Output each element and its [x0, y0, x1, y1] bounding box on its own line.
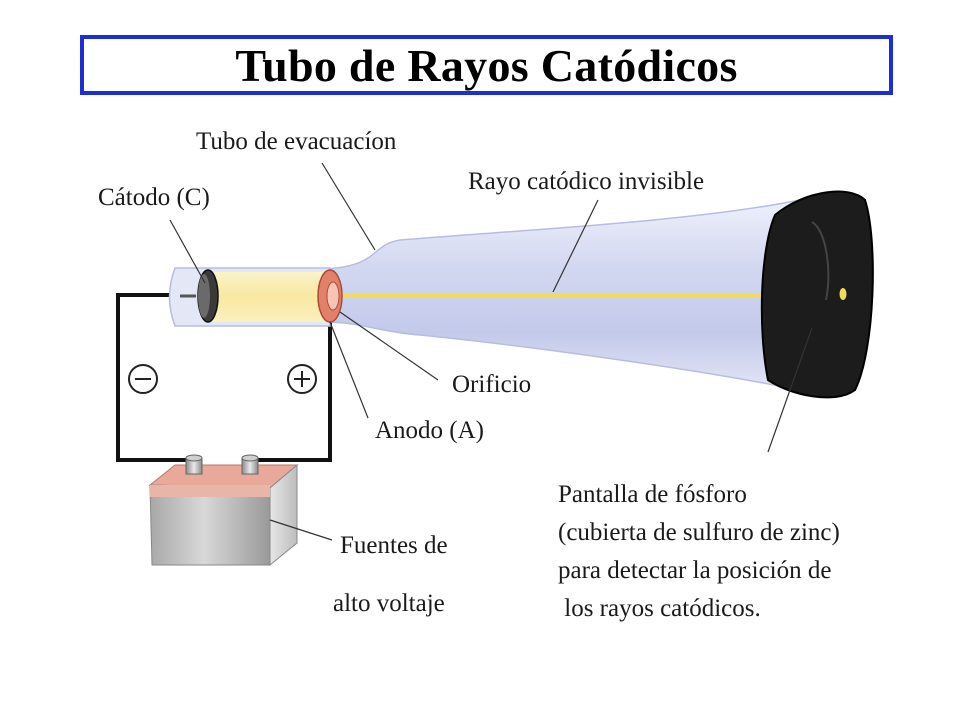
label-source-line1: Fuentes de: [340, 532, 448, 559]
leader-anode: [329, 321, 369, 419]
phosphor-spot: [839, 288, 847, 300]
plus-circle-icon: [287, 364, 317, 394]
leader-phosphor-screen: [767, 327, 813, 453]
anode-orifice: [326, 281, 340, 311]
label-invisible-ray: Rayo catódico invisible: [468, 168, 705, 195]
leader-evacuation-tube: [321, 162, 376, 251]
screen-highlight: [811, 221, 830, 301]
label-source-line2: alto voltaje: [333, 590, 445, 617]
leader-cathode: [169, 219, 206, 284]
cathode-glow: [205, 272, 329, 322]
label-cathode: Cátodo (C): [98, 184, 210, 211]
phosphor-screen-note: Pantalla de fósforo (cubierta de sulfuro…: [558, 476, 840, 628]
cathode-face: [198, 274, 210, 318]
leader-battery: [269, 519, 333, 541]
phosphor-screen: [760, 190, 874, 399]
label-anode: Anodo (A): [375, 417, 485, 444]
note-line-2: (cubierta de sulfuro de zinc): [558, 519, 840, 546]
leader-invisible-ray: [552, 199, 599, 293]
minus-circle-icon: [128, 364, 158, 394]
cathode-ray-beam: [335, 293, 763, 298]
note-line-3: para detectar la posición de: [558, 557, 832, 584]
label-orifice: Orificio: [452, 371, 532, 398]
high-voltage-battery: [148, 454, 299, 567]
leader-orifice: [339, 311, 439, 381]
note-line-1: Pantalla de fósforo: [558, 481, 747, 508]
label-evacuation-tube: Tubo de evacuacíon: [196, 128, 397, 155]
page-title: Tubo de Rayos Catódicos: [235, 39, 738, 91]
title-box: Tubo de Rayos Catódicos: [80, 35, 893, 95]
note-line-4: los rayos catódicos.: [558, 595, 761, 622]
